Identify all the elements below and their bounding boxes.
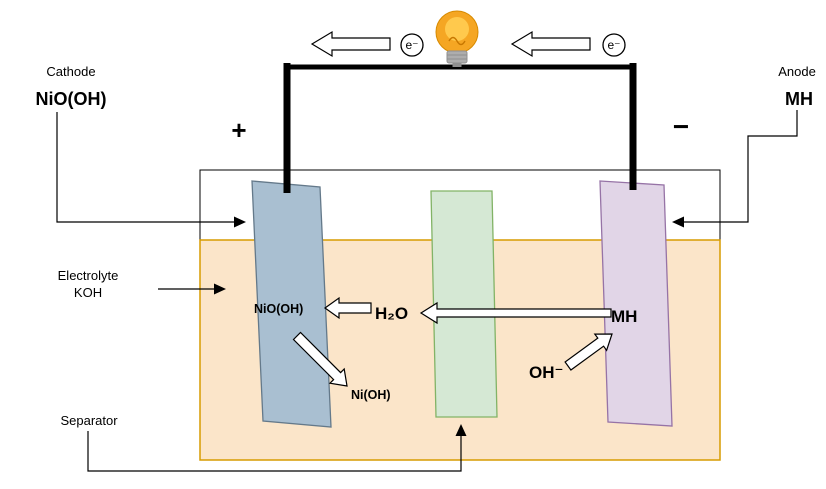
separator-label: Separator xyxy=(60,413,118,428)
electron-flow-arrow-left xyxy=(310,30,391,58)
anode-pointer-arrowhead xyxy=(672,216,684,228)
separator-pointer-line xyxy=(87,431,462,472)
electrolyte-label-line1: Electrolyte xyxy=(58,268,119,283)
cathode-title: Cathode xyxy=(46,64,95,79)
cathode-to-product-arrow xyxy=(292,331,348,387)
electron-icon xyxy=(602,33,626,57)
anode-formula: MH xyxy=(785,89,813,109)
electron-icon xyxy=(400,33,424,57)
anode-species-label: MH xyxy=(611,307,637,326)
electron-label: e⁻ xyxy=(607,38,620,52)
cathode-pointer-line xyxy=(56,112,234,223)
cathode-plate xyxy=(251,180,332,428)
cathode-species-label: NiO(OH) xyxy=(254,302,303,316)
separator-pointer-arrowhead xyxy=(455,424,467,436)
electron-flow-arrow-right xyxy=(510,30,591,58)
electron-label: e⁻ xyxy=(405,38,418,52)
water-to-cathode-arrow xyxy=(323,296,372,320)
anode-pointer-line xyxy=(684,110,798,223)
hydroxide-to-anode-arrow xyxy=(564,333,613,371)
plus-sign: + xyxy=(231,115,246,145)
electrolyte-label-line2: KOH xyxy=(74,285,102,300)
anode-plate xyxy=(599,180,673,427)
anode-to-water-arrow xyxy=(419,301,612,325)
cathode-pointer-arrowhead xyxy=(234,216,246,228)
anode-title: Anode xyxy=(778,64,816,79)
separator-plate xyxy=(430,190,498,418)
cathode-lead xyxy=(283,63,291,193)
water-label: H₂O xyxy=(375,304,408,323)
anode-lead xyxy=(629,63,637,190)
light-bulb-icon xyxy=(435,10,479,67)
cathode-formula: NiO(OH) xyxy=(36,89,107,109)
product-label: Ni(OH) xyxy=(351,388,391,402)
electrolyte-pointer-arrowhead xyxy=(214,283,226,295)
minus-sign: − xyxy=(673,111,689,142)
hydroxide-label: OH⁻ xyxy=(529,363,563,382)
